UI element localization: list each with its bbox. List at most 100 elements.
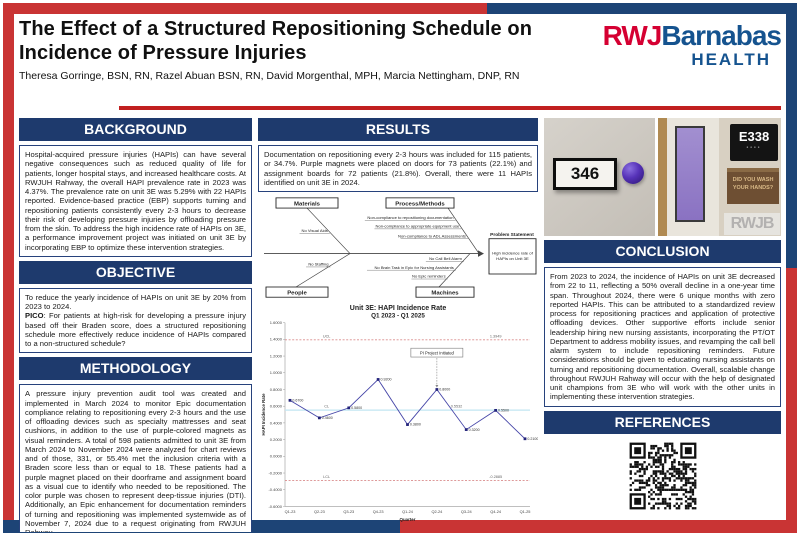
svg-text:Non-compliance to repositionin: Non-compliance to repositioning document… — [367, 215, 453, 220]
background-header: BACKGROUND — [19, 118, 252, 141]
svg-text:LCL: LCL — [323, 475, 330, 479]
title-underline-rule — [119, 106, 781, 110]
methodology-text: A pressure injury prevention audit tool … — [19, 384, 252, 532]
frame-left-red — [3, 3, 14, 522]
svg-text:Machines: Machines — [431, 291, 458, 297]
svg-text:No Brain Task in Epic for Nurs: No Brain Task in Epic for Nursing Assist… — [374, 265, 453, 270]
conclusion-header: CONCLUSION — [544, 240, 781, 263]
svg-text:1.3949: 1.3949 — [490, 334, 502, 338]
svg-text:0.9200: 0.9200 — [381, 378, 392, 382]
door-frame-wood — [658, 118, 668, 236]
objective-goal: To reduce the yearly incidence of HAPIs … — [25, 292, 246, 311]
svg-text:HAPIs on Unit 3E: HAPIs on Unit 3E — [496, 256, 529, 261]
svg-text:Q4-23: Q4-23 — [373, 510, 384, 514]
frame-right-red — [786, 268, 797, 522]
svg-text:High incidence rate of: High incidence rate of — [492, 251, 533, 256]
svg-text:0.4600: 0.4600 — [322, 416, 333, 420]
conclusion-text: From 2023 to 2024, the incidence of HAPI… — [544, 267, 781, 407]
svg-text:Quarter: Quarter — [400, 517, 416, 522]
svg-text:UCL: UCL — [323, 334, 331, 338]
methodology-header: METHODOLOGY — [19, 357, 252, 381]
results-header: RESULTS — [258, 118, 538, 141]
svg-text:1.2000: 1.2000 — [270, 353, 283, 358]
frame-bottom-red — [400, 520, 797, 533]
svg-text:CL: CL — [324, 405, 329, 409]
logo-health-text: HEALTH — [691, 50, 771, 69]
references-header: REFERENCES — [544, 410, 781, 434]
left-column: BACKGROUND Hospital-acquired pressure in… — [19, 118, 252, 532]
svg-text:Q4-24: Q4-24 — [490, 510, 502, 514]
svg-text:0.2100: 0.2100 — [527, 437, 538, 441]
frame-top-red — [3, 3, 487, 14]
poster-header: The Effect of a Structured Repositioning… — [19, 18, 782, 110]
results-text: Documentation on repositioning every 2-3… — [258, 145, 538, 192]
svg-text:Q1-23: Q1-23 — [285, 510, 296, 514]
objective-header: OBJECTIVE — [19, 260, 252, 284]
middle-column: RESULTS Documentation on repositioning e… — [258, 118, 538, 532]
purple-magnet-strip — [675, 126, 706, 222]
pico-text: : For patients at high-risk for developi… — [25, 311, 246, 348]
svg-text:Q2-23: Q2-23 — [314, 510, 325, 514]
purple-magnet-round — [622, 162, 644, 184]
svg-text:-0.4000: -0.4000 — [268, 487, 282, 492]
svg-text:People: People — [287, 291, 307, 297]
braille-dots: •••• — [746, 145, 762, 151]
svg-text:Q1 2023 - Q1 2025: Q1 2023 - Q1 2025 — [371, 313, 425, 320]
right-column: 346 E338 •••• DID — [544, 118, 781, 532]
room-number-text: 346 — [556, 161, 614, 187]
wash-sign-line2: YOUR HANDS? — [732, 185, 774, 192]
svg-text:0.6000: 0.6000 — [270, 404, 283, 409]
photo-assignment-board: 346 — [544, 118, 656, 236]
room-number-plate: 346 — [553, 158, 617, 190]
photo-door-magnet: E338 •••• DID YOU WASH YOUR HANDS? RWJB — [658, 118, 781, 236]
svg-text:0.8000: 0.8000 — [270, 387, 283, 392]
svg-text:Q2-24: Q2-24 — [431, 510, 443, 514]
poster-authors: Theresa Gorringe, BSN, RN, Razel Abuan B… — [19, 70, 520, 83]
svg-text:0.0000: 0.0000 — [270, 454, 283, 459]
hand-wash-sign: DID YOU WASH YOUR HANDS? — [727, 168, 779, 204]
room-sign-text: E338 — [738, 129, 770, 144]
svg-text:0.3800: 0.3800 — [410, 423, 421, 427]
svg-text:0.8000: 0.8000 — [439, 388, 450, 392]
svg-text:0.5532: 0.5532 — [451, 405, 463, 409]
svg-text:-0.2885: -0.2885 — [489, 475, 502, 479]
svg-text:0.6700: 0.6700 — [292, 399, 303, 403]
door-panel — [667, 118, 719, 236]
poster-title: The Effect of a Structured Repositioning… — [19, 18, 533, 64]
qr-code — [624, 437, 701, 514]
frame-top-blue — [487, 3, 797, 14]
svg-text:1.4000: 1.4000 — [270, 337, 283, 342]
logo-barnabas-text: Barnabas — [661, 20, 782, 51]
svg-text:0.5500: 0.5500 — [498, 409, 509, 413]
svg-text:Problem Statement: Problem Statement — [490, 232, 534, 237]
svg-text:HAPI Incidence Rate: HAPI Incidence Rate — [261, 393, 266, 436]
svg-text:0.5800: 0.5800 — [351, 406, 362, 410]
svg-text:0.2000: 0.2000 — [270, 437, 283, 442]
room-sign: E338 •••• — [730, 124, 778, 161]
background-text: Hospital-acquired pressure injuries (HAP… — [19, 145, 252, 257]
svg-text:PI Project Initiated: PI Project Initiated — [420, 350, 455, 355]
photos-row: 346 E338 •••• DID — [544, 118, 781, 236]
poster-content: The Effect of a Structured Repositioning… — [19, 18, 782, 532]
svg-text:Non-compliance to ADL Assessme: Non-compliance to ADL Assessments — [398, 233, 466, 238]
pico-label: PICO — [25, 311, 44, 321]
svg-text:0.3200: 0.3200 — [469, 428, 480, 432]
svg-text:Q1-24: Q1-24 — [402, 510, 414, 514]
rwjbarnabas-logo: RWJBarnabas HEALTH — [603, 20, 782, 69]
svg-text:No Call Bell Alarm: No Call Bell Alarm — [429, 256, 463, 261]
svg-text:No Epic reminders: No Epic reminders — [412, 274, 446, 279]
logo-wordmark: RWJBarnabas — [603, 20, 782, 51]
svg-text:Q3-23: Q3-23 — [343, 510, 354, 514]
frame-right-blue — [786, 3, 797, 268]
svg-text:Q3-24: Q3-24 — [461, 510, 473, 514]
svg-text:1.0000: 1.0000 — [270, 370, 283, 375]
svg-text:1.6000: 1.6000 — [270, 320, 283, 325]
svg-text:No Visual Aids: No Visual Aids — [302, 228, 328, 233]
objective-text: To reduce the yearly incidence of HAPIs … — [19, 287, 252, 354]
poster-columns: BACKGROUND Hospital-acquired pressure in… — [19, 118, 781, 532]
qr-wrap — [544, 437, 781, 519]
svg-text:Q1-25: Q1-25 — [520, 510, 531, 514]
svg-text:-0.6000: -0.6000 — [268, 504, 282, 509]
